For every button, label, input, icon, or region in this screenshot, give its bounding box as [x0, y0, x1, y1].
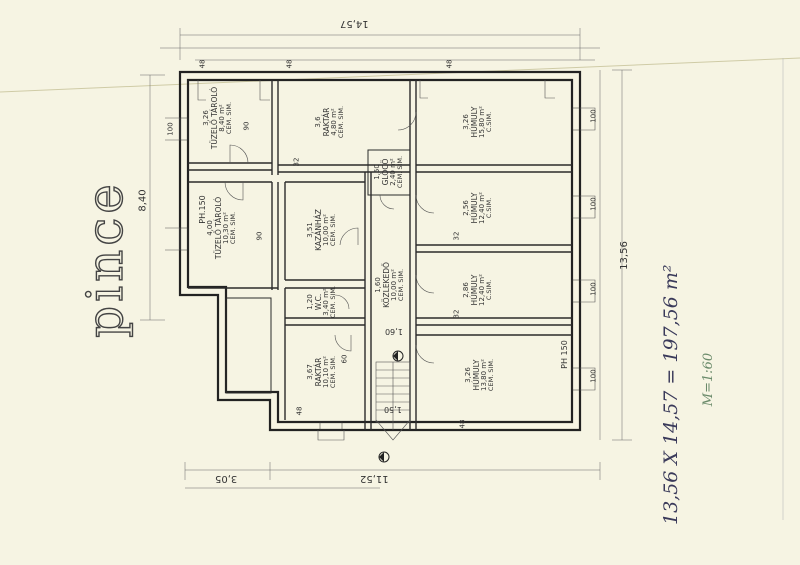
lvl-mark-2: 90: [255, 231, 264, 241]
room-floor: CEM. SIM.: [396, 268, 405, 302]
wall-mark-48e: 48: [458, 419, 467, 429]
win-mark-5: 100: [589, 369, 598, 383]
dim-right-total: 13,56: [618, 241, 630, 270]
wall-niches: [165, 107, 596, 441]
light-well: [225, 297, 272, 394]
plan-title-text: pince: [75, 179, 134, 338]
wall-mark-32b: 32: [452, 231, 461, 241]
scale-note-text: M=1:60: [701, 352, 717, 407]
win-mark-3: 100: [589, 197, 598, 211]
room-floor: C.SIM.: [484, 279, 493, 301]
room-floor: CEM. SIM.: [336, 105, 345, 139]
win-mark-1: 100: [166, 122, 175, 136]
lvl-mark-1: 90: [242, 121, 251, 131]
wall-mark-48c: 48: [445, 59, 454, 69]
win-mark-4: 100: [589, 282, 598, 296]
room-floor: CEM. SIM.: [228, 211, 237, 245]
wall-mark-48d: 48: [295, 406, 304, 416]
wall-mark-48b: 48: [285, 59, 294, 69]
section-marker-2: [378, 451, 390, 463]
win-mark-2: 100: [589, 109, 598, 123]
room-floor: CEM. SIM.: [395, 155, 404, 189]
top-markers: [197, 80, 555, 101]
dim-left-total: 8,40: [137, 189, 149, 212]
interior-walls: [188, 80, 572, 430]
room-floor: CEM. SIM.: [328, 355, 337, 389]
area-formula: 13,56 X 14,57 = 197,56 m²: [660, 264, 690, 525]
dim-stair-width: 1,60: [385, 327, 403, 336]
dim-bottom-mid: 1,50: [384, 405, 402, 414]
dim-bottom-left: 3,05: [215, 473, 238, 484]
door-swings: [224, 111, 435, 364]
wall-mark-32c: 32: [452, 309, 461, 319]
room-floor: CEM. SIM.: [328, 285, 337, 319]
win-mark-6: 60: [340, 354, 349, 364]
room-floor: CEM. SIM.: [328, 213, 337, 247]
outer-walls: [178, 70, 582, 432]
plan-title: pince: [75, 174, 134, 344]
dim-top-total: 14,57: [340, 18, 369, 29]
room-floor: C.SIM.: [484, 197, 493, 219]
room-floor: CEM. SIM.: [224, 101, 233, 135]
ph-mark-1: PH.150: [197, 195, 207, 224]
area-formula-text: 13,56 X 14,57 = 197,56 m²: [660, 264, 682, 525]
ph-mark-2: PH 150: [559, 340, 569, 369]
paper-fold-line: [0, 57, 800, 93]
scale-note: M=1:60: [697, 353, 716, 406]
wall-mark-48a: 48: [198, 59, 207, 69]
wall-mark-32a: 32: [292, 157, 301, 167]
room-floor: CEM. SIM.: [486, 358, 495, 392]
room-floor: C.SIM.: [484, 111, 493, 133]
section-marker-1: [392, 350, 404, 362]
staircase: [375, 361, 411, 441]
dim-bottom-total: 11,52: [360, 473, 389, 484]
